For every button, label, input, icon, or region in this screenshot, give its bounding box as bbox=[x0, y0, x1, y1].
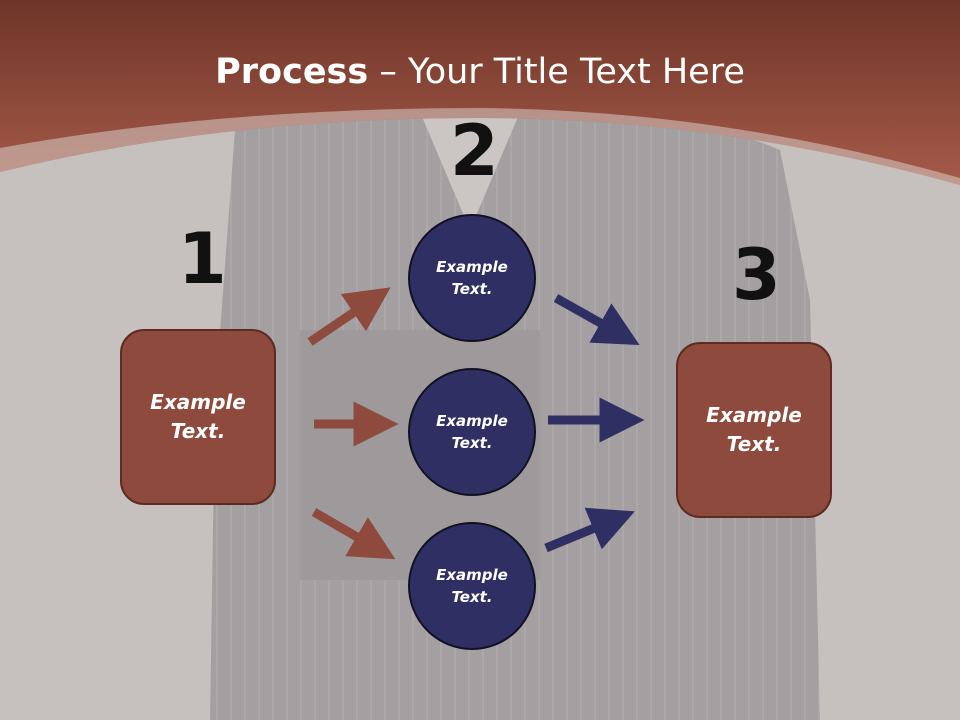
step-number-3: 3 bbox=[732, 234, 781, 316]
step-number-2: 2 bbox=[450, 110, 499, 192]
arrow-from-top-circle bbox=[553, 294, 640, 346]
title-rest: – Your Title Text Here bbox=[368, 52, 745, 92]
step-number-1: 1 bbox=[178, 218, 227, 300]
arrow-to-bottom-circle bbox=[311, 508, 396, 560]
title-bold: Process bbox=[215, 52, 369, 92]
arrow-to-top-circle bbox=[307, 287, 391, 346]
arrow-from-bottom-circle bbox=[544, 507, 635, 553]
slide-title: Process – Your Title Text Here bbox=[0, 52, 960, 92]
